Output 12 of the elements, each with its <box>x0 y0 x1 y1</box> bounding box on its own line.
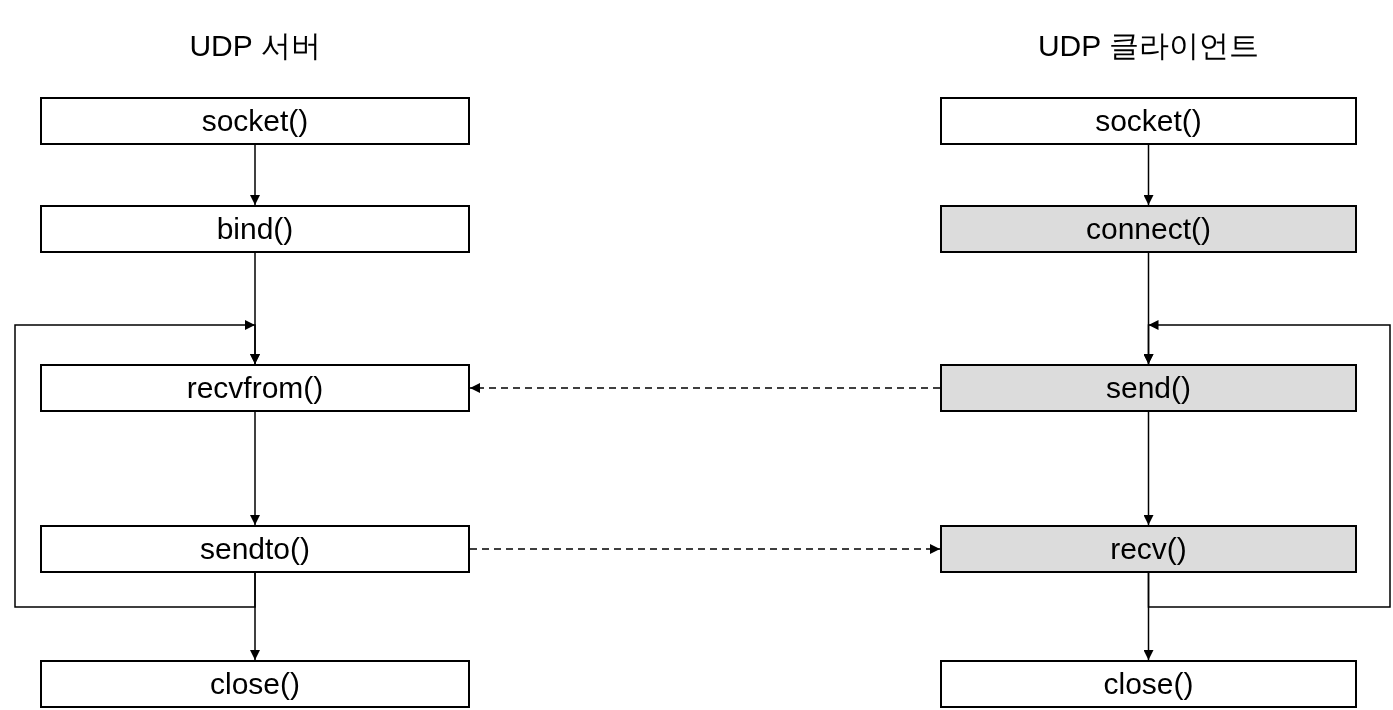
process-box: socket() <box>40 97 470 145</box>
process-box: bind() <box>40 205 470 253</box>
process-box: socket() <box>940 97 1357 145</box>
column-heading: UDP 클라이언트 <box>1037 28 1260 64</box>
process-box: recvfrom() <box>40 364 470 412</box>
process-box: sendto() <box>40 525 470 573</box>
process-box: recv() <box>940 525 1357 573</box>
process-box: send() <box>940 364 1357 412</box>
process-box: close() <box>40 660 470 708</box>
column-heading: UDP 서버 <box>189 28 321 64</box>
process-box: close() <box>940 660 1357 708</box>
process-box: connect() <box>940 205 1357 253</box>
